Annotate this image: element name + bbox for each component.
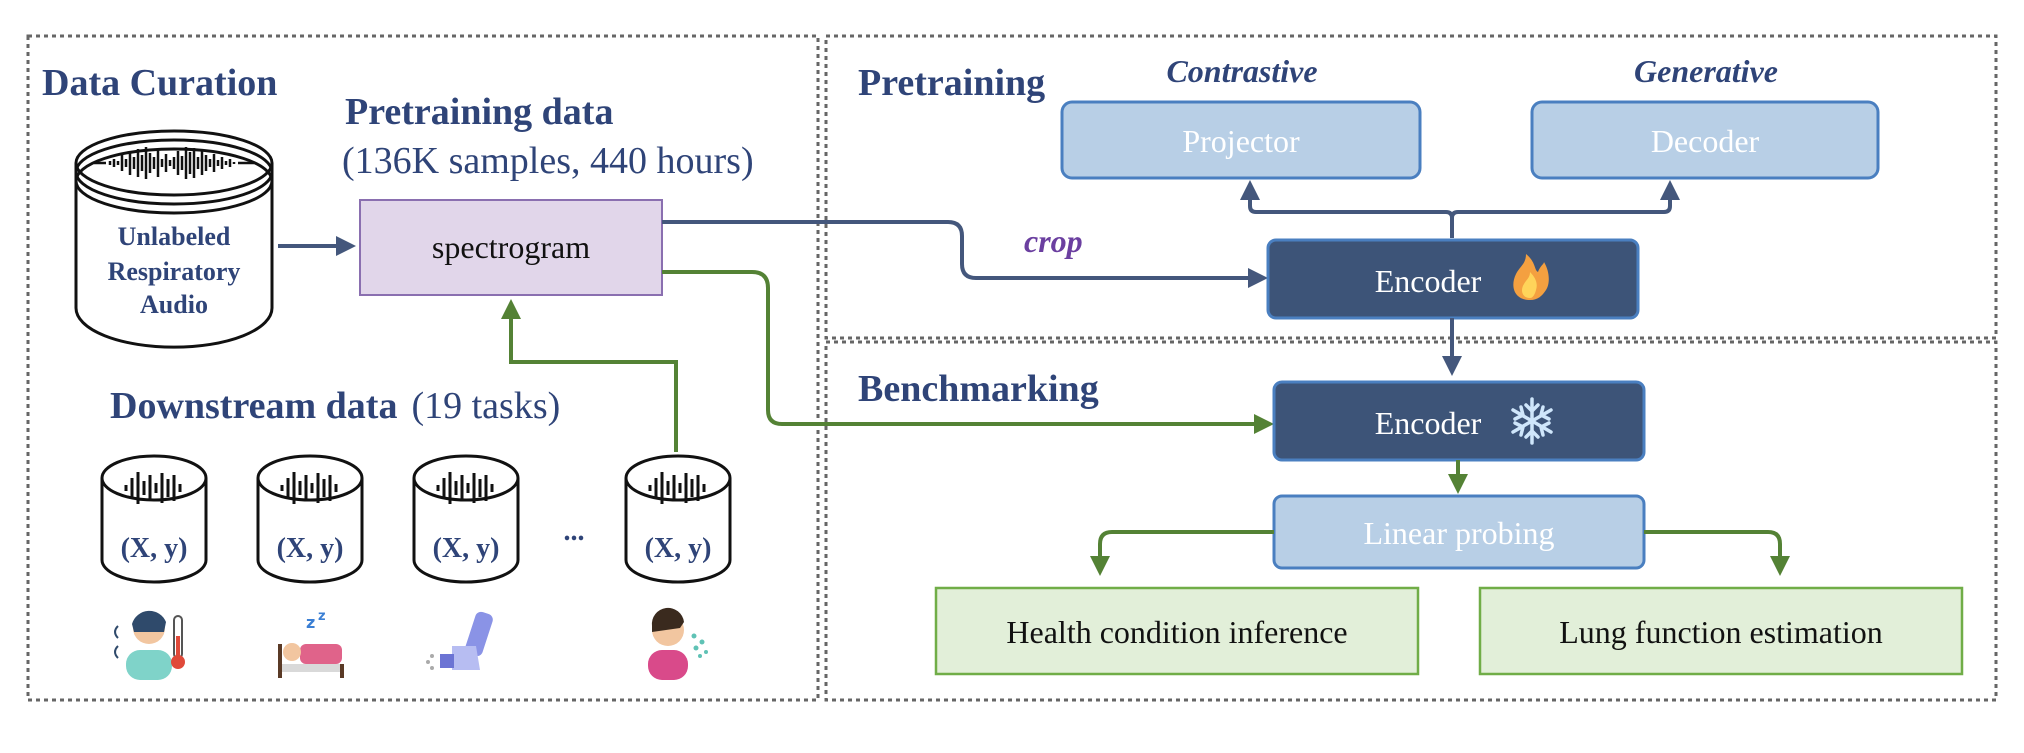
health-inference-box: Health condition inference <box>934 586 1420 676</box>
dataset-cylinder-2: (X, y) <box>256 454 364 584</box>
pretraining-encoder-label: Encoder <box>1375 263 1482 299</box>
probe-to-lung-arrow <box>1644 530 1790 576</box>
spectrogram-label: spectrogram <box>432 229 590 265</box>
svg-text:z: z <box>306 613 315 632</box>
downstream-count: (19 tasks) <box>411 385 560 427</box>
spectrogram-box: spectrogram <box>359 199 663 296</box>
benchmarking-panel <box>824 340 1998 702</box>
projector-label: Projector <box>1182 123 1300 159</box>
downstream-heading: Downstream data (19 tasks) <box>110 385 560 427</box>
unlabeled-audio-cylinder: Unlabeled Respiratory Audio <box>74 129 274 349</box>
encoder-to-decoder-arrow <box>1450 180 1680 238</box>
frozen-encoder-label: Encoder <box>1375 405 1482 441</box>
snowflake-icon <box>1511 397 1553 445</box>
dataset-cylinder-4: (X, y) <box>624 454 732 584</box>
unlabeled-audio-line3: Audio <box>140 290 208 319</box>
unlabeled-audio-line1: Unlabeled <box>118 222 231 251</box>
decoder-label: Decoder <box>1651 123 1760 159</box>
section-title-data-curation: Data Curation <box>42 62 277 104</box>
coughing-person-icon <box>648 607 708 680</box>
audio-waveform-icon <box>94 147 254 179</box>
lung-function-label: Lung function estimation <box>1559 614 1883 650</box>
dataset-cylinder-1: (X, y) <box>100 454 208 584</box>
downstream-title: Downstream data <box>110 385 397 427</box>
dataset-ellipsis: ... <box>564 516 585 547</box>
encoder-to-projector-arrow <box>1240 180 1454 238</box>
crop-label: crop <box>1024 223 1083 259</box>
dataset-label: (X, y) <box>277 533 344 564</box>
fire-icon <box>1513 254 1549 300</box>
probe-to-health-arrow <box>1090 530 1274 576</box>
pretraining-encoder-box: Encoder <box>1266 238 1640 320</box>
downstream-to-spectrogram-arrow <box>501 299 678 452</box>
section-title-benchmarking: Benchmarking <box>858 368 1099 410</box>
decoder-box: Decoder <box>1530 100 1880 180</box>
pretraining-data-title: Pretraining data <box>345 91 613 133</box>
projector-box: Projector <box>1060 100 1422 180</box>
inhaler-icon <box>426 611 493 670</box>
contrastive-label: Contrastive <box>1166 53 1317 89</box>
pretraining-data-subtitle: (136K samples, 440 hours) <box>342 140 754 182</box>
sleeping-person-icon: z z <box>278 609 344 678</box>
health-inference-label: Health condition inference <box>1006 614 1347 650</box>
svg-text:z: z <box>318 609 326 624</box>
generative-label: Generative <box>1634 53 1778 89</box>
fever-person-icon <box>114 610 185 680</box>
section-title-pretraining: Pretraining <box>858 62 1045 104</box>
unlabeled-audio-line2: Respiratory <box>108 257 241 286</box>
spectrogram-to-encoder-arrow <box>662 220 1268 288</box>
dataset-label: (X, y) <box>433 533 500 564</box>
linear-probing-label: Linear probing <box>1363 515 1554 551</box>
dataset-cylinder-3: (X, y) <box>412 454 520 584</box>
frozen-encoder-box: Encoder <box>1272 380 1646 462</box>
dataset-label: (X, y) <box>645 533 712 564</box>
linear-probing-box: Linear probing <box>1272 494 1646 570</box>
spectrogram-to-frozen-encoder-arrow <box>662 270 1274 434</box>
dataset-label: (X, y) <box>121 533 188 564</box>
data-curation-panel <box>26 34 820 702</box>
lung-function-box: Lung function estimation <box>1478 586 1964 676</box>
pretraining-panel <box>824 34 1998 340</box>
